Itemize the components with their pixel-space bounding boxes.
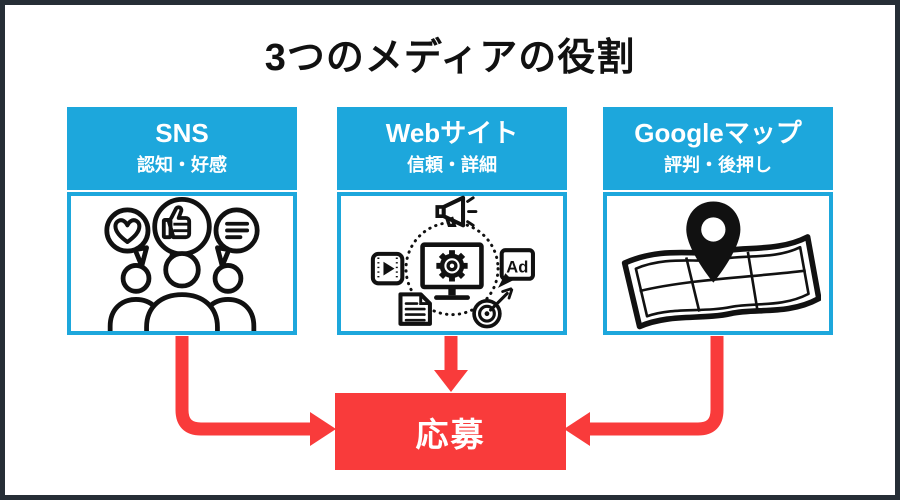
card-sns: SNS 認知・好感 <box>67 107 297 335</box>
document-icon <box>398 291 432 326</box>
card-googlemap-body <box>603 192 833 335</box>
card-website-body: Ad <box>337 192 567 335</box>
arrow-googlemap-to-result <box>588 336 724 436</box>
sns-reactions-people-icon <box>104 196 260 331</box>
ad-label: Ad <box>506 257 528 276</box>
heart-bubble-icon <box>104 206 151 253</box>
card-website: Webサイト 信頼・詳細 <box>337 107 567 335</box>
arrowhead-left <box>310 412 336 446</box>
card-googlemap-subtitle: 評判・後押し <box>664 154 772 175</box>
monitor-gear-icon <box>420 241 484 300</box>
thumbs-up-icon <box>161 204 192 239</box>
card-sns-body <box>67 192 297 335</box>
card-sns-subtitle: 認知・好感 <box>137 154 227 175</box>
people-group-icon <box>107 250 257 331</box>
target-icon <box>472 286 514 328</box>
card-website-title: Webサイト <box>385 118 519 149</box>
result-box: 応募 <box>335 393 566 470</box>
arrowhead-right <box>564 412 590 446</box>
page-title: 3つのメディアの役割 <box>264 37 636 79</box>
dotted-cycle-circle <box>404 220 500 316</box>
gear-icon <box>436 249 468 281</box>
location-pin-icon <box>686 200 741 283</box>
card-sns-title: SNS <box>155 118 209 149</box>
map-location-pin-icon <box>621 200 821 329</box>
website-marketing-icon: Ad <box>370 195 535 328</box>
card-sns-header: SNS 認知・好感 <box>67 107 297 190</box>
video-icon <box>370 251 405 285</box>
heart-icon <box>113 217 142 244</box>
card-googlemap-header: Googleマップ 評判・後押し <box>603 107 833 190</box>
arrowhead-middle <box>434 370 468 392</box>
card-googlemap: Googleマップ 評判・後押し <box>603 107 833 335</box>
card-website-subtitle: 信頼・詳細 <box>407 154 497 175</box>
card-googlemap-title: Googleマップ <box>634 118 802 149</box>
result-label: 応募 <box>415 415 486 453</box>
megaphone-icon <box>435 195 478 227</box>
ad-icon: Ad <box>498 247 535 288</box>
comment-lines <box>225 221 250 239</box>
arrow-sns-to-result <box>175 336 312 436</box>
card-website-header: Webサイト 信頼・詳細 <box>337 107 567 190</box>
ad-cursor-arrow <box>498 272 513 288</box>
